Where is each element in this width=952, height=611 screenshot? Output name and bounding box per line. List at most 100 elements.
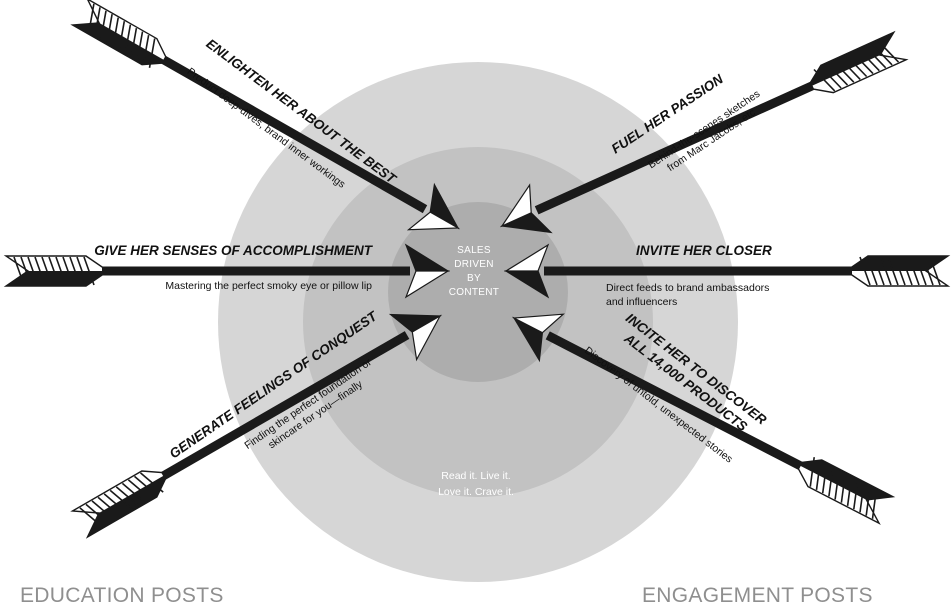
inner-ring: [388, 202, 568, 382]
arrow-top-right-barb: [851, 51, 874, 75]
arrow-top-right-barb: [870, 42, 893, 66]
arrow-middle-right-barb: [922, 256, 934, 286]
arrow-top-left-barb: [130, 27, 138, 58]
arrow-top-right-barb: [819, 66, 842, 89]
arrow-bottom-left-head-light: [411, 314, 442, 362]
arrow-top-right-barb: [839, 57, 861, 80]
arrow-top-right-head-light: [500, 183, 532, 228]
arrow-top-left-barb: [136, 31, 144, 62]
arrow-middle-right-head-light: [503, 243, 550, 272]
arrow-top-left-barb: [112, 17, 119, 48]
arrow-bottom-right-barb: [815, 460, 822, 491]
arrow-top-right-barb: [864, 45, 887, 69]
engagement-posts-label: ENGAGEMENT POSTS: [642, 584, 873, 607]
arrow-bottom-right-barb: [809, 457, 815, 487]
arrow-bottom-right-barb: [821, 463, 828, 494]
arrow-middle-left-shaft: [102, 266, 410, 276]
slogan-line-2: Love it. Crave it.: [438, 486, 514, 498]
arrow-bottom-right-barb: [865, 485, 871, 516]
arrow-bottom-right-barb: [840, 473, 847, 503]
arrow-middle-right-shaft: [544, 266, 852, 276]
arrow-top-right-barb: [832, 60, 855, 83]
arrow-bottom-left-shaft: [160, 331, 410, 480]
arrow-bottom-right-barb: [871, 489, 878, 519]
arrow-bottom-right-barb: [846, 476, 853, 507]
arrow-middle-left-barb: [13, 256, 25, 286]
arrow-top-right-barb: [877, 40, 900, 63]
arrow-top-right-barb: [845, 54, 868, 78]
arrow-top-left-barb: [100, 10, 107, 41]
slogan-line-1: Read it. Live it.: [441, 470, 510, 482]
arrow-middle-left-barb: [41, 256, 53, 286]
arrow-top-left-shaft: [161, 55, 428, 214]
arrow-middle-left-barb: [27, 256, 39, 286]
center-label: SALES DRIVEN BY CONTENT: [449, 245, 499, 298]
arrow-middle-left-barb: [48, 256, 60, 286]
arrow-middle-right-barb: [901, 256, 913, 286]
arrow-bottom-left-barb: [133, 475, 158, 497]
arrow-middle-left-barb: [62, 256, 74, 286]
arrow-top-right-shaft: [534, 81, 815, 215]
arrow-top-right-barb: [813, 68, 836, 92]
center-line-1: SALES: [457, 245, 491, 256]
arrow-middle-left-labels: GIVE HER SENSES OF ACCOMPLISHMENT Master…: [94, 243, 374, 292]
arrow-middle-right-barb: [908, 256, 920, 286]
arrow-top-left: [70, 0, 461, 231]
arrow-bottom-right-barb: [834, 469, 840, 500]
arrow-top-right: [499, 30, 909, 234]
arrow-middle-right-barb: [880, 256, 892, 286]
arrow-middle-left-barb: [34, 256, 46, 286]
arrow-bottom-right: [511, 313, 896, 525]
arrow-middle-right-barb: [887, 256, 899, 286]
arrow-middle-left-heading: GIVE HER SENSES OF ACCOMPLISHMENT: [94, 243, 374, 258]
arrow-bottom-right-barb: [828, 466, 834, 497]
education-posts-label: EDUCATION POSTS: [20, 584, 224, 607]
arrow-middle-right-barb: [859, 256, 871, 286]
arrow-middle-right-barb: [894, 256, 906, 286]
arrow-top-right-barb: [858, 48, 880, 72]
slogan: Read it. Live it. Love it. Crave it.: [438, 470, 514, 498]
center-line-3: BY: [467, 273, 481, 284]
center-line-4: CONTENT: [449, 287, 499, 298]
arrow-middle-right-barb: [929, 256, 941, 286]
arrow-middle-left-detail: Mastering the perfect smoky eye or pillo…: [165, 280, 372, 292]
arrow-bottom-right-barb: [853, 479, 859, 510]
arrow-bottom-left-barb: [85, 503, 110, 525]
arrow-middle-left-barb: [55, 256, 67, 286]
arrow-middle-left: [3, 243, 451, 299]
arrow-top-right-barb: [826, 63, 849, 86]
arrow-bottom-right-head-light: [511, 313, 565, 334]
arrow-middle-right-detail-1: Direct feeds to brand ambassadors: [606, 282, 769, 294]
arrow-bottom-right-shaft: [545, 331, 803, 470]
arrow-bottom-left-barb: [103, 493, 128, 514]
arrow-middle-left-barb: [83, 256, 95, 286]
arrow-bottom-left-barb: [109, 489, 134, 511]
arrow-middle-right-labels: INVITE HER CLOSER Direct feeds to brand …: [606, 243, 772, 308]
arrow-top-left-barb: [124, 24, 132, 55]
arrow-middle-right: [503, 243, 951, 299]
arrow-middle-right-heading: INVITE HER CLOSER: [636, 243, 772, 258]
arrow-bottom-left-barb: [127, 479, 152, 500]
arrow-middle-right-barb: [866, 256, 878, 286]
arrow-top-left-barb: [148, 38, 156, 68]
arrow-middle-right-barb: [873, 256, 885, 286]
arrow-middle-right-detail-2: and influencers: [606, 296, 677, 308]
arrow-top-right-detail-1: Behind-the-scenes sketches: [646, 88, 762, 171]
arrow-bottom-left-barb: [91, 500, 116, 521]
arrow-bottom-left-barb: [115, 486, 140, 507]
arrow-bottom-left-barb: [79, 507, 104, 528]
arrow-bottom-right-barb: [859, 482, 865, 513]
arrow-bottom-left-barb: [121, 482, 146, 504]
arrow-top-left-head-light: [406, 211, 461, 231]
arrow-middle-left-head-light: [404, 270, 451, 299]
arrow-top-left-barb: [118, 21, 126, 51]
center-line-2: DRIVEN: [454, 259, 494, 270]
target-rings: [218, 62, 738, 582]
arrow-bottom-left-barb: [139, 472, 164, 493]
arrow-bottom-left-barb: [97, 496, 122, 518]
arrow-middle-left-barb: [69, 256, 81, 286]
arrow-middle-left-barb: [76, 256, 88, 286]
arrow-bottom-left: [70, 313, 443, 539]
arrows-layer: [3, 0, 951, 539]
